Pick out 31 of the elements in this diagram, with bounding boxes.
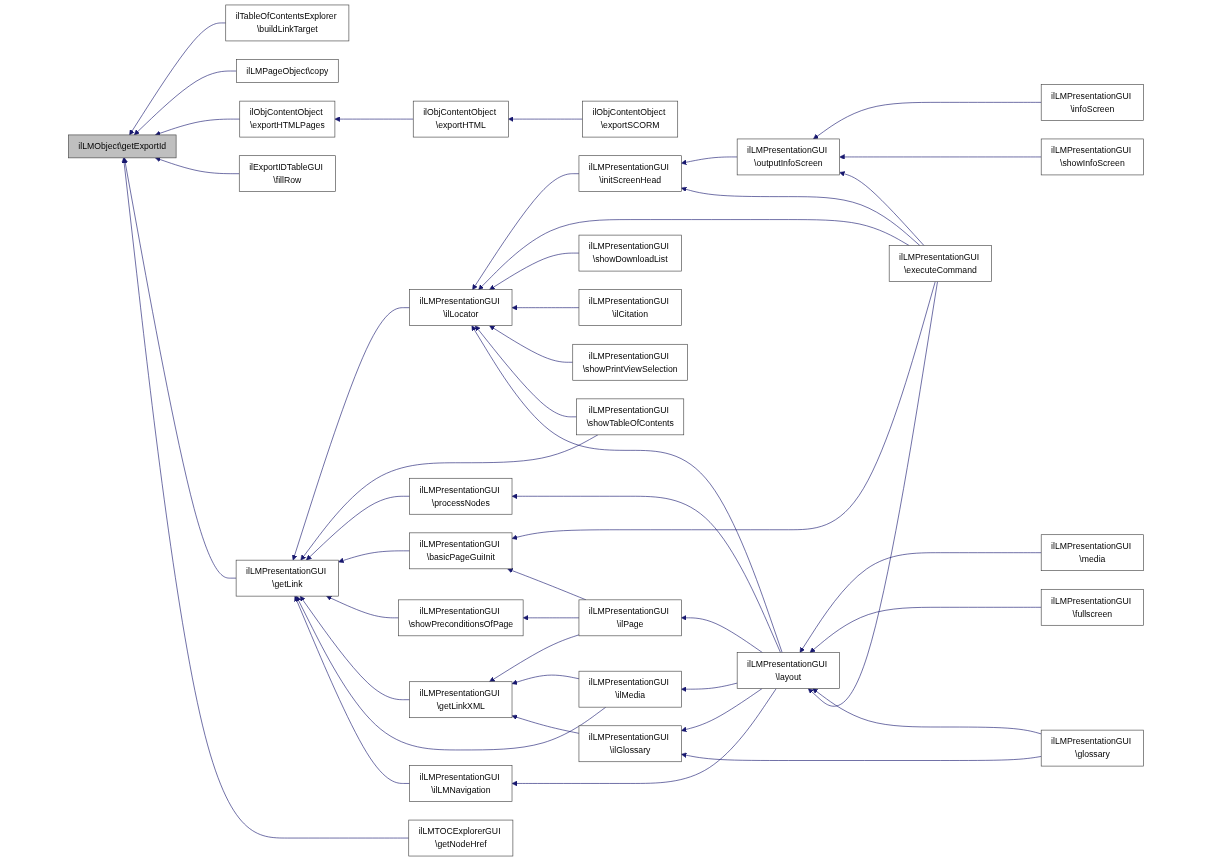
node-box: ilTableOfContentsExplorer \buildLinkTarget — [225, 4, 350, 42]
node-box: ilLMPresentationGUI \executeCommand — [888, 245, 992, 282]
node-box: ilLMPresentationGUI \getLinkXML — [409, 681, 513, 718]
node-box: ilObjContentObject \exportHTMLPages — [239, 100, 336, 138]
node-box: ilLMPresentationGUI \media — [1040, 534, 1144, 571]
node-box: ilLMPresentationGUI \ilPage — [578, 599, 682, 637]
node-box: ilLMPresentationGUI \ilCitation — [578, 289, 682, 326]
node-box: ilLMPresentationGUI \ilLocator — [409, 289, 513, 326]
node-box: ilLMPresentationGUI \showInfoScreen — [1040, 138, 1144, 176]
node-box: ilLMPresentationGUI \layout — [736, 652, 840, 689]
node-box: ilLMPresentationGUI \outputInfoScreen — [736, 138, 840, 176]
node-box: ilLMPresentationGUI \ilMedia — [578, 670, 682, 708]
node-box: ilLMPresentationGUI \processNodes — [409, 477, 513, 515]
node-box: ilLMPresentationGUI \initScreenHead — [578, 155, 682, 192]
node-box: ilLMPresentationGUI \showPrintViewSelection — [572, 343, 688, 381]
node-box: ilLMPresentationGUI \fullscreen — [1040, 589, 1144, 626]
node-box: ilLMPresentationGUI \showPreconditionsOfPage — [398, 599, 524, 637]
node-box: ilObjContentObject \exportSCORM — [582, 100, 679, 138]
node-box: ilLMPresentationGUI \infoScreen — [1040, 84, 1144, 121]
node-box: ilExportIDTableGUI \fillRow — [238, 155, 336, 192]
node-box: ilLMPageObject\copy — [236, 59, 339, 83]
node-box: ilLMObject\getExportId — [68, 134, 177, 159]
node-box: ilLMPresentationGUI \showTableOfContents — [576, 398, 685, 436]
node-box: ilLMPresentationGUI \ilLMNavigation — [409, 765, 513, 802]
node-box: ilLMTOCExplorerGUI \getNodeHref — [408, 819, 514, 857]
node-box: ilLMPresentationGUI \ilGlossary — [578, 725, 682, 763]
node-box: ilLMPresentationGUI \showDownloadList — [578, 234, 682, 272]
node-box: ilLMPresentationGUI \basicPageGuiInit — [409, 532, 513, 570]
node-box: ilObjContentObject \exportHTML — [412, 100, 509, 138]
node-box: ilLMPresentationGUI \glossary — [1040, 729, 1144, 767]
node-box: ilLMPresentationGUI \getLink — [235, 559, 339, 597]
